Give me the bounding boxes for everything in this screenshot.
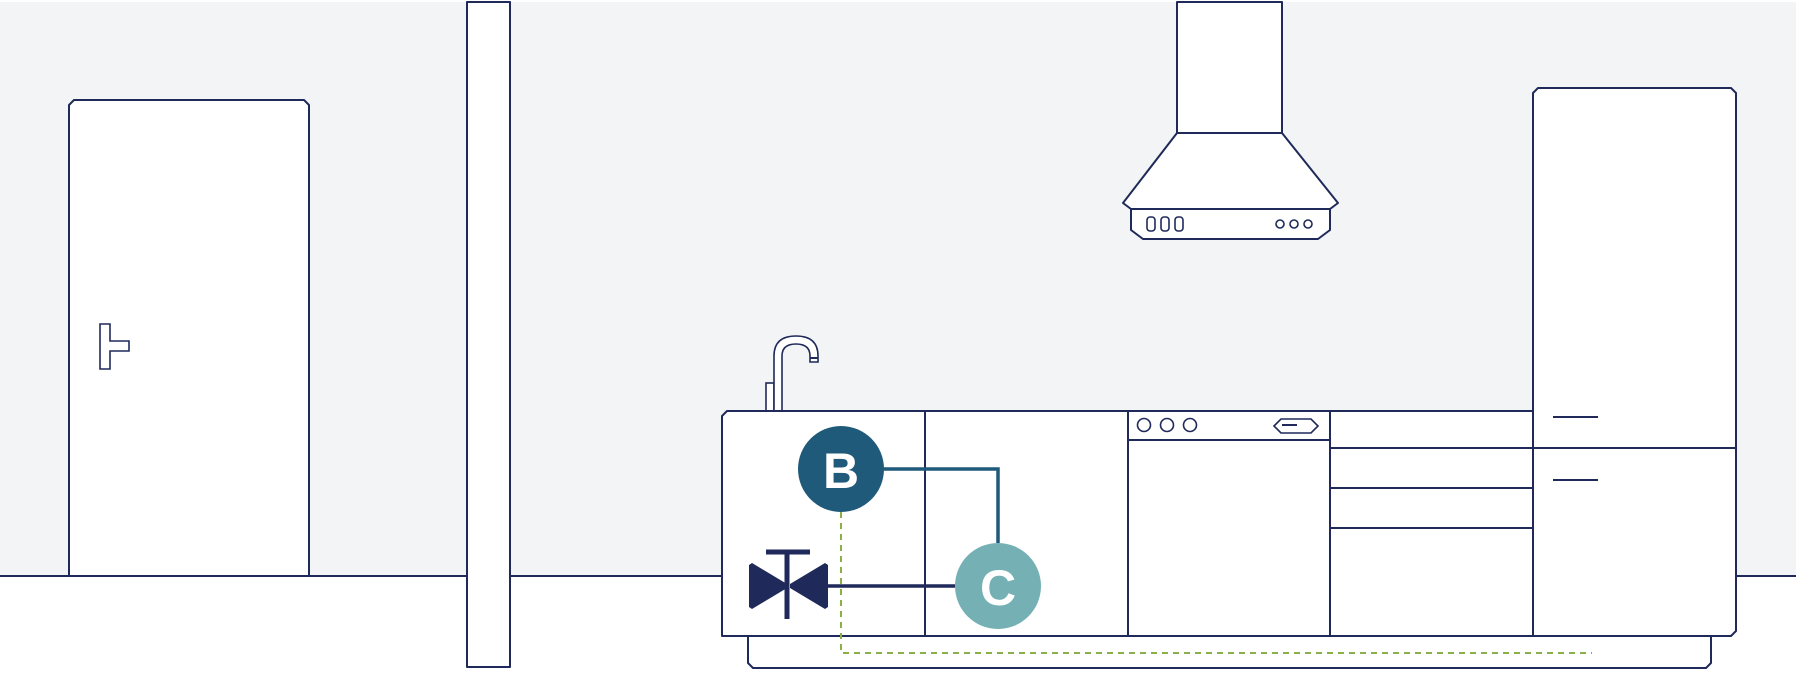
refrigerator-icon <box>1532 87 1737 637</box>
dashed-connection-line <box>840 512 1592 654</box>
range-hood-icon <box>1122 1 1339 240</box>
connection-line-b-c <box>883 467 1000 543</box>
badge-c-label: C <box>980 560 1016 616</box>
door-handle-icon <box>99 323 130 370</box>
badge-b: B <box>798 426 884 512</box>
badge-b-label: B <box>823 443 859 499</box>
dishwasher-icon <box>1128 417 1330 441</box>
badge-c-circle <box>955 543 1041 629</box>
valve-icon <box>749 549 828 619</box>
badge-c: C <box>955 543 1041 629</box>
badge-b-circle <box>798 426 884 512</box>
drawer-unit-icon <box>1330 447 1533 529</box>
door-icon <box>68 99 310 577</box>
pillar-icon <box>466 1 511 668</box>
